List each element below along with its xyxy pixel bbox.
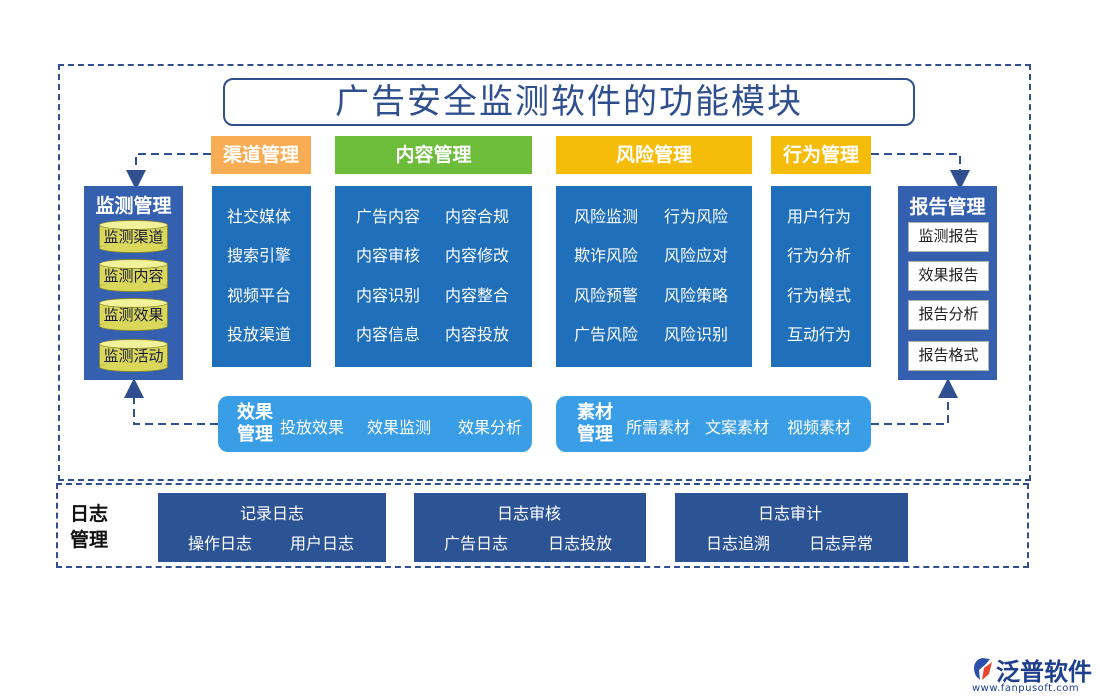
monitor-item-label: 监测活动 <box>103 347 164 365</box>
log-modules-frame <box>56 483 1029 568</box>
log-item: 用户日志 <box>290 534 355 553</box>
behavior-item: 用户行为 <box>787 207 852 226</box>
report-item: 效果报告 <box>908 261 989 291</box>
log-item: 操作日志 <box>188 534 253 553</box>
content-item: 广告内容 <box>356 207 421 226</box>
report-panel: 报告管理 监测报告 效果报告 报告分析 报告格式 <box>898 186 997 380</box>
log-item: 广告日志 <box>444 534 509 553</box>
monitor-item-cylinder: 监测活动 <box>99 339 168 372</box>
behavior-header: 行为管理 <box>771 136 871 174</box>
effect-item: 投放效果 <box>280 418 345 437</box>
behavior-item: 互动行为 <box>787 325 852 344</box>
monitor-item-cylinder: 监测内容 <box>99 259 168 292</box>
monitor-item-label: 监测渠道 <box>103 228 164 246</box>
content-item: 内容信息 <box>356 325 421 344</box>
fanpu-logo: 泛普软件 www.fanpusoft.com <box>968 652 1096 696</box>
channel-panel: 社交媒体 搜索引擎 视频平台 投放渠道 <box>212 186 311 367</box>
risk-item: 欺诈风险 <box>574 246 639 265</box>
log-group-title: 日志审核 <box>497 504 562 523</box>
effect-title: 效果 管理 <box>237 402 273 445</box>
arrow-channel-to-monitor <box>126 153 211 190</box>
content-header: 内容管理 <box>335 136 532 174</box>
log-group-review: 日志审核 广告日志 日志投放 <box>414 493 646 562</box>
report-title: 报告管理 <box>909 196 986 218</box>
content-item: 内容修改 <box>445 246 510 265</box>
content-item: 内容投放 <box>445 325 510 344</box>
material-item: 所需素材 <box>626 418 691 437</box>
risk-item: 风险应对 <box>664 246 729 265</box>
content-panel: 广告内容 内容审核 内容识别 内容信息 内容合规 内容修改 内容整合 内容投放 <box>335 186 532 367</box>
risk-item: 风险识别 <box>664 325 729 344</box>
report-item: 报告格式 <box>908 341 989 371</box>
effect-item: 效果监测 <box>367 418 432 437</box>
channel-item: 社交媒体 <box>227 207 292 226</box>
behavior-panel: 用户行为 行为分析 行为模式 互动行为 <box>771 186 871 367</box>
arrow-effect-to-monitor <box>124 378 218 425</box>
arrow-material-to-report <box>871 378 958 425</box>
log-item: 日志追溯 <box>706 534 771 553</box>
report-item: 监测报告 <box>908 222 989 252</box>
diagram-title: 广告安全监测软件的功能模块 <box>223 78 915 126</box>
channel-header: 渠道管理 <box>211 136 311 174</box>
material-panel: 素材 管理 所需素材 文案素材 视频素材 <box>556 396 871 452</box>
content-item: 内容合规 <box>445 207 510 226</box>
content-item: 内容整合 <box>445 286 510 305</box>
monitor-item-cylinder: 监测效果 <box>99 298 168 331</box>
log-group-record: 记录日志 操作日志 用户日志 <box>158 493 386 562</box>
log-item: 日志异常 <box>809 534 874 553</box>
risk-item: 广告风险 <box>574 325 639 344</box>
channel-item: 搜索引擎 <box>227 246 292 265</box>
logo-url: www.fanpusoft.com <box>972 683 1080 694</box>
channel-item: 视频平台 <box>227 286 292 305</box>
arrow-behavior-to-report <box>871 153 970 190</box>
risk-item: 风险策略 <box>664 286 729 305</box>
risk-item: 风险预警 <box>574 286 639 305</box>
monitor-item-label: 监测内容 <box>103 267 164 285</box>
report-item: 报告分析 <box>908 300 989 330</box>
logo-name: 泛普软件 <box>996 658 1092 686</box>
material-title: 素材 管理 <box>577 402 613 445</box>
monitor-panel: 监测管理 监测渠道 监测内容 监测效果 监测活动 <box>84 186 183 380</box>
channel-item: 投放渠道 <box>227 325 292 344</box>
risk-item: 风险监测 <box>574 207 639 226</box>
log-group-title: 日志审计 <box>758 504 823 523</box>
monitor-title: 监测管理 <box>95 195 172 217</box>
log-item: 日志投放 <box>548 534 613 553</box>
behavior-item: 行为分析 <box>787 246 852 265</box>
main-modules-frame <box>58 64 1031 481</box>
risk-panel: 风险监测 欺诈风险 风险预警 广告风险 行为风险 风险应对 风险策略 风险识别 <box>556 186 752 367</box>
fanpu-logo-icon <box>974 658 992 680</box>
log-group-audit: 日志审计 日志追溯 日志异常 <box>675 493 908 562</box>
log-group-title: 记录日志 <box>240 504 305 523</box>
risk-item: 行为风险 <box>664 207 729 226</box>
effect-panel: 效果 管理 投放效果 效果监测 效果分析 <box>218 396 532 452</box>
risk-header: 风险管理 <box>556 136 752 174</box>
material-item: 视频素材 <box>787 418 852 437</box>
monitor-item-label: 监测效果 <box>103 306 164 324</box>
monitor-item-cylinder: 监测渠道 <box>99 220 168 253</box>
content-item: 内容识别 <box>356 286 421 305</box>
effect-item: 效果分析 <box>458 418 523 437</box>
material-item: 文案素材 <box>705 418 770 437</box>
content-item: 内容审核 <box>356 246 421 265</box>
behavior-item: 行为模式 <box>787 286 852 305</box>
log-label: 日志 管理 <box>70 503 109 551</box>
